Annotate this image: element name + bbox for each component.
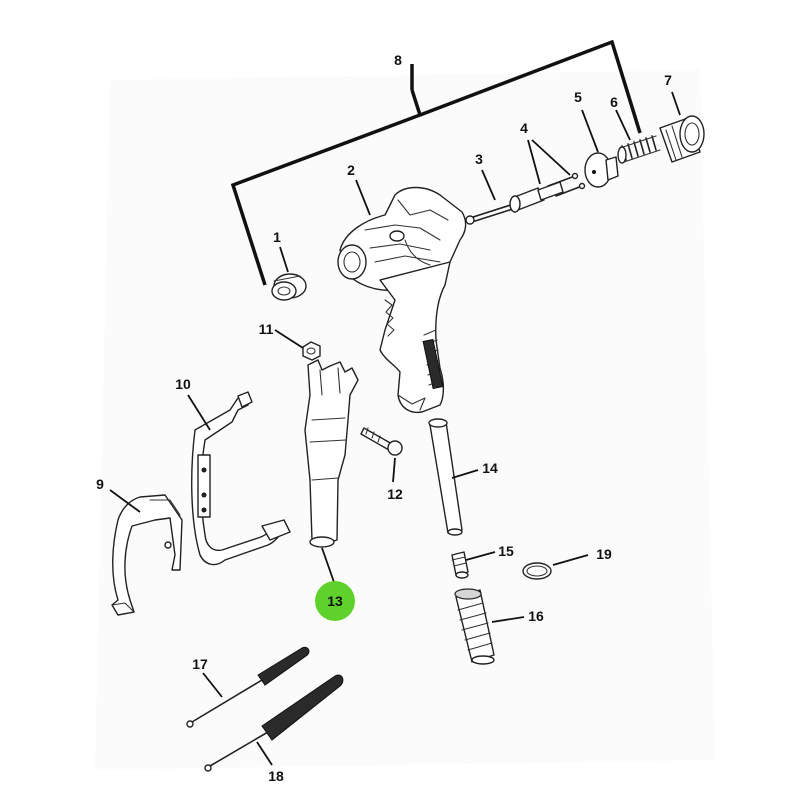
callout-12: 12 xyxy=(387,486,403,502)
part-12-screw xyxy=(360,427,403,456)
callout-17: 17 xyxy=(192,656,208,672)
part-7-end-nut xyxy=(659,115,705,163)
callout-13: 13 xyxy=(327,593,343,609)
part-13-trigger xyxy=(304,359,359,548)
callout-15: 15 xyxy=(498,543,514,559)
callout-5: 5 xyxy=(574,89,582,105)
callout-18: 18 xyxy=(268,768,284,784)
part-18-cleaning-brush-long xyxy=(204,674,344,772)
leader-lines xyxy=(109,91,681,766)
callout-labels: 1 2 3 4 5 6 7 8 9 10 11 12 13 14 15 16 1… xyxy=(96,52,672,784)
callout-3: 3 xyxy=(475,151,483,167)
assembly-8-bracket xyxy=(230,39,642,286)
callout-8: 8 xyxy=(394,52,402,68)
part-10-trigger-guard-large xyxy=(191,391,291,566)
part-9-trigger-guard xyxy=(111,494,183,616)
part-15-fitting xyxy=(451,551,469,579)
callout-7: 7 xyxy=(664,72,672,88)
callout-9: 9 xyxy=(96,476,104,492)
callout-10: 10 xyxy=(175,376,191,392)
part-5-disc xyxy=(584,152,619,188)
part-19-o-ring xyxy=(522,562,552,580)
callout-11: 11 xyxy=(259,321,274,337)
background-plate xyxy=(95,70,715,770)
callout-16: 16 xyxy=(528,608,544,624)
callout-14: 14 xyxy=(482,460,498,476)
part-6-spring xyxy=(617,135,661,164)
part-14-extension-tube xyxy=(428,418,463,536)
part-16-swivel-filter xyxy=(454,588,495,665)
highlight-circle-13 xyxy=(315,581,355,621)
part-4-valve-seat-and-pins xyxy=(509,172,586,213)
callout-1: 1 xyxy=(273,229,281,245)
part-2-gun-body xyxy=(337,186,467,414)
callout-2: 2 xyxy=(347,162,355,178)
callout-6: 6 xyxy=(610,94,618,110)
part-1-bushing xyxy=(271,273,307,301)
part-11-nut xyxy=(302,341,321,361)
callout-19: 19 xyxy=(596,546,612,562)
part-17-cleaning-brush-short xyxy=(186,646,310,728)
callout-4: 4 xyxy=(520,120,528,136)
